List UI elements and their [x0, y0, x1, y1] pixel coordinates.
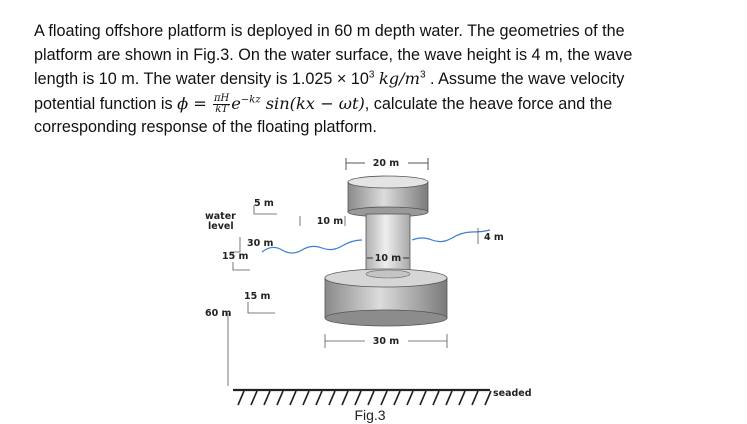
dim-5m-label: 5 m: [254, 198, 274, 209]
problem-statement: A floating offshore platform is deployed…: [34, 20, 724, 140]
exponent-3: 3: [368, 69, 375, 81]
seabed-label: seaded: [493, 388, 532, 399]
seabed-hatch-mark: [315, 390, 323, 406]
seabed-hatch-mark: [237, 390, 245, 406]
line3-text: length is 10 m. The water density is 1.0…: [34, 70, 369, 89]
left-dimension-guides: [227, 205, 277, 386]
seabed-hatch-mark: [328, 390, 336, 406]
seabed-hatch-mark: [419, 390, 427, 406]
wave-height-dimension: 4 m: [477, 228, 504, 244]
problem-line-2: platform are shown in Fig.3. On the wate…: [34, 45, 633, 64]
seabed-hatch-mark: [458, 390, 466, 406]
seabed-hatch-mark: [380, 390, 388, 406]
dim-30m-label: 30 m: [247, 238, 274, 249]
base-pontoon: [324, 268, 448, 327]
figure-caption: Fig.3: [354, 407, 385, 423]
depth-label: 60 m: [205, 308, 232, 319]
exp-power: −kz: [240, 94, 261, 106]
fraction-numerator: πH: [212, 93, 231, 105]
phi-symbol: ϕ =: [177, 93, 212, 113]
seabed: [233, 388, 492, 406]
line4-tail: , calculate the heave force and the: [364, 94, 613, 113]
dim-15m-lower-label: 15 m: [244, 291, 271, 302]
top-deck: [347, 175, 429, 218]
dim-15m-upper-label: 15 m: [222, 251, 249, 262]
problem-line-3: length is 10 m. The water density is 1.0…: [34, 67, 724, 92]
seabed-hatch-mark: [471, 390, 479, 406]
column-width-label: 10 m: [375, 253, 402, 264]
top-width-label: 20 m: [373, 158, 400, 169]
seabed-hatch-mark: [445, 390, 453, 406]
seabed-hatch-mark: [276, 390, 284, 406]
wave-length-label: 10 m: [317, 216, 344, 227]
seabed-hatch-mark: [250, 390, 258, 406]
column-width-dimension: 10 m: [367, 253, 409, 264]
seabed-hatch-mark: [432, 390, 440, 406]
line3-tail: . Assume the wave velocity: [425, 70, 625, 89]
exp-base: e: [231, 93, 241, 113]
fraction-denominator: kT: [215, 104, 228, 115]
density-unit: kg/m: [378, 69, 420, 89]
wave-height-label: 4 m: [484, 232, 504, 243]
base-width-label: 30 m: [373, 336, 400, 347]
line4-text: potential function is: [34, 94, 178, 113]
seabed-hatch-mark: [367, 390, 375, 406]
seabed-hatch-mark: [354, 390, 362, 406]
seabed-hatch-mark: [393, 390, 401, 406]
seabed-hatch-mark: [484, 390, 492, 406]
wave-length-dimension: 10 m: [299, 216, 346, 227]
water-level-line2: level: [208, 221, 234, 232]
central-column: [365, 213, 411, 271]
seabed-hatch-mark: [406, 390, 414, 406]
seabed-hatch-mark: [289, 390, 297, 406]
seabed-hatch-mark: [341, 390, 349, 406]
seabed-hatch-mark: [302, 390, 310, 406]
problem-line-5: corresponding response of the floating p…: [34, 118, 377, 137]
problem-line-1: A floating offshore platform is deployed…: [34, 22, 625, 40]
seabed-hatch-mark: [263, 390, 271, 406]
sin-expression: sin(kx − ωt): [260, 93, 365, 113]
water-level-label: water level: [205, 211, 239, 232]
water-level-line1: water: [205, 211, 236, 222]
top-width-dimension: 20 m: [345, 158, 429, 170]
unit-exponent: 3: [419, 69, 426, 81]
base-width-dimension: 30 m: [324, 334, 448, 348]
